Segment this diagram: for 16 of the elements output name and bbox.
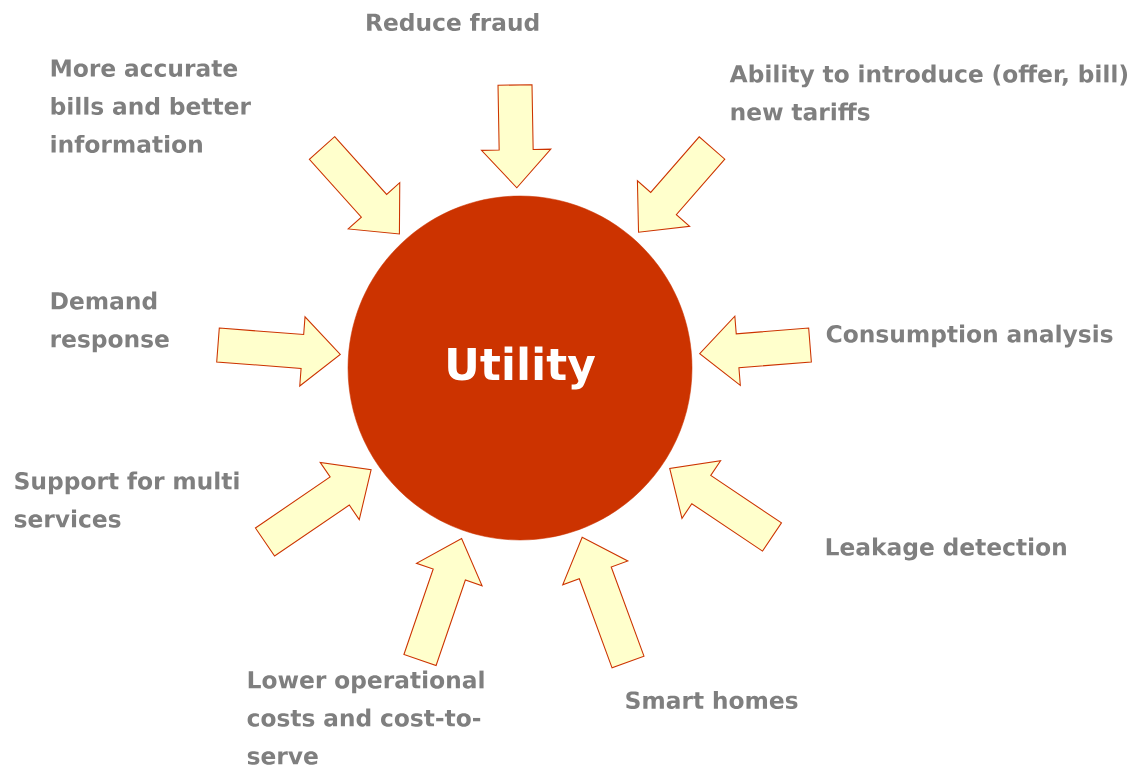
block-arrow <box>636 136 726 233</box>
benefit-text: Ability to introduce (offer, bill) new tariffs <box>729 64 1128 121</box>
block-arrow <box>254 461 372 557</box>
benefit-text: Smart homes <box>626 690 798 710</box>
block-arrow <box>698 314 812 387</box>
block-arrow <box>216 315 342 388</box>
benefit-text: Demand response <box>51 291 169 353</box>
block-arrow <box>480 84 553 189</box>
benefit-text: Reduce fraud <box>367 12 539 32</box>
benefit-text: Support for multi services <box>14 471 239 528</box>
block-arrow <box>561 536 645 669</box>
benefit-text: Leakage detection <box>826 537 1066 561</box>
benefit-text: Lower operational costs and cost-to-serve <box>247 670 484 765</box>
benefit-text: More accurate bills and better information <box>51 59 251 153</box>
benefit-text: Consumption analysis <box>826 324 1113 348</box>
block-arrow <box>403 537 484 667</box>
